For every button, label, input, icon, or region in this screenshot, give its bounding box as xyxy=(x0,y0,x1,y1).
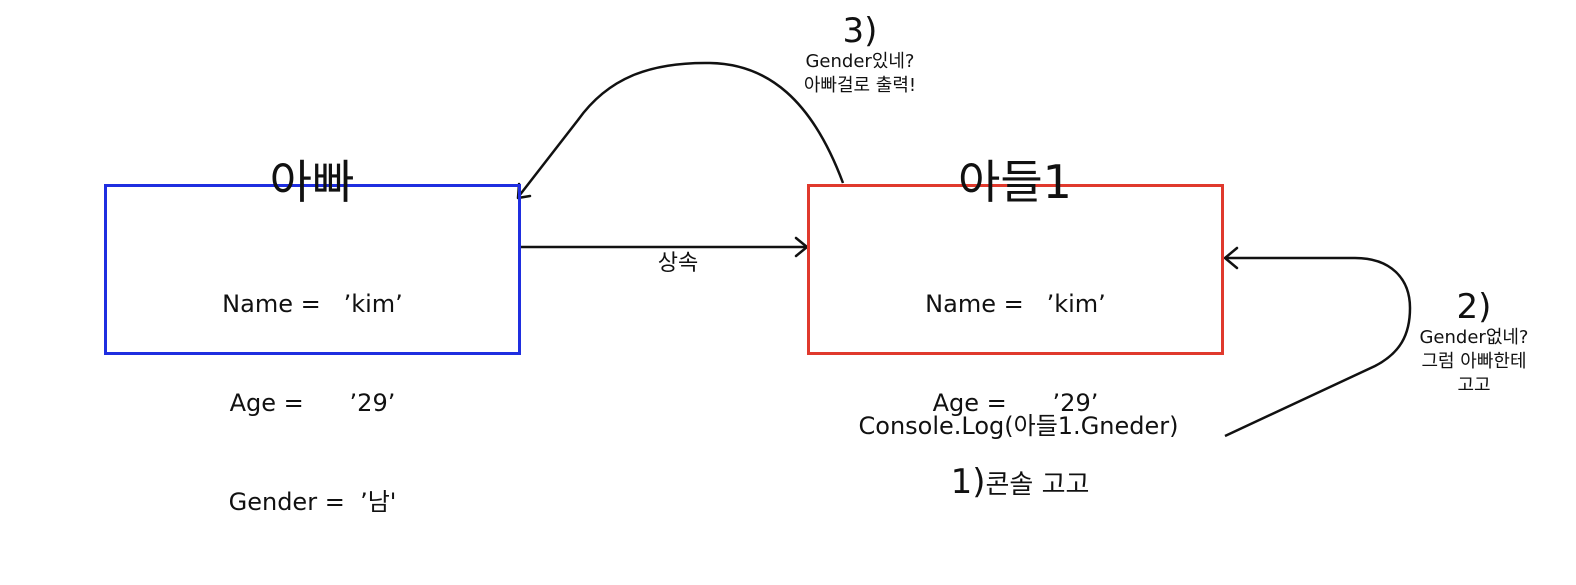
console-log-text: Console.Log(아들1.Gneder) xyxy=(858,412,1179,440)
lookup-arc-to-parent xyxy=(518,61,845,197)
step1-number: 1) xyxy=(950,462,986,502)
parent-properties: Name = ’kim’ Age = ’29’ Gender = ’남' xyxy=(160,222,465,585)
parent-title: 아빠 xyxy=(269,155,355,209)
parent-prop-age: Age = ’29’ xyxy=(229,389,396,417)
parent-prop-gender: Gender = ’남' xyxy=(228,488,397,516)
step2-line-1: Gender없네? xyxy=(1419,327,1529,348)
step1-text: 콘솔 고고 xyxy=(985,470,1090,500)
child-prop-name: Name = ’kim’ xyxy=(925,290,1106,318)
child-properties: Name = ’kim’ Age = ’29’ xyxy=(863,222,1168,486)
child-title: 아들1 xyxy=(958,155,1072,209)
child-prop-age: Age = ’29’ xyxy=(932,389,1099,417)
parent-prop-name: Name = ’kim’ xyxy=(222,290,403,318)
step2-line-3: 고고 xyxy=(1457,375,1491,396)
step3-annotation: 3) Gender있네? 아빠걸로 출력! xyxy=(760,12,960,98)
step2-annotation: 2) Gender없네? 그럼 아빠한테 고고 xyxy=(1394,288,1554,398)
diagram-canvas: 아빠 아들1 Name = ’kim’ Age = ’29’ Gender = … xyxy=(104,12,1554,516)
step2-line-2: 그럼 아빠한테 xyxy=(1421,351,1527,372)
console-curve-to-child xyxy=(1224,256,1412,438)
parent-box xyxy=(104,184,521,355)
step3-line-1: Gender있네? xyxy=(805,51,915,72)
step1-annotation: 1)콘솔 고고 xyxy=(920,462,1120,505)
connector-layer xyxy=(516,61,1412,438)
step2-number: 2) xyxy=(1456,287,1492,327)
child-box xyxy=(807,184,1224,355)
console-curve-arrowhead xyxy=(1223,246,1239,270)
step3-line-2: 아빠걸로 출력! xyxy=(803,75,917,96)
inheritance-label: 상속 xyxy=(657,251,699,276)
step3-number: 3) xyxy=(842,11,878,51)
